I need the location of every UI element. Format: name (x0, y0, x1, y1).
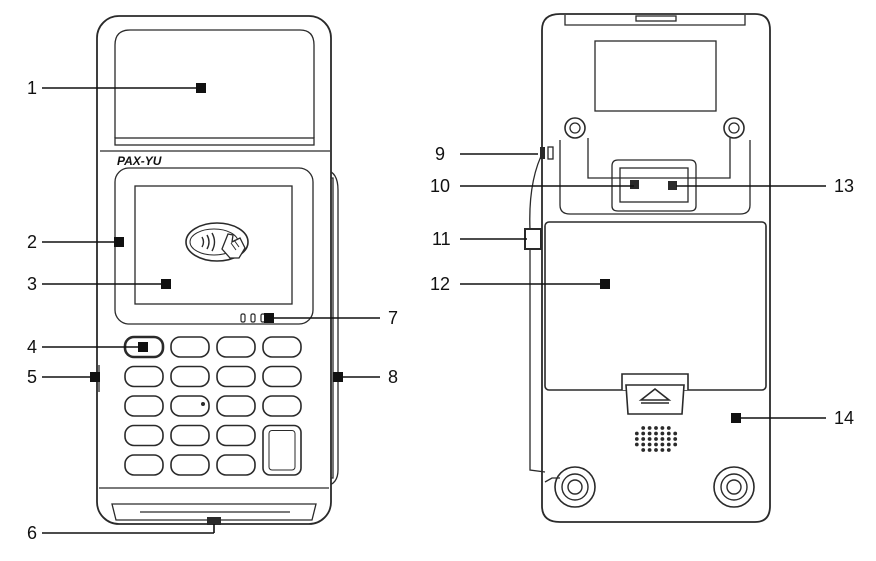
callout-marker-14 (731, 413, 741, 423)
keypad-key[interactable] (124, 395, 164, 417)
keypad-key[interactable] (262, 365, 302, 388)
callout-marker-3 (161, 279, 171, 289)
keypad-key[interactable] (170, 395, 210, 417)
key-nub (201, 402, 205, 406)
battery-latch-icon (621, 373, 689, 415)
paper-slot (114, 137, 315, 146)
led-indicators (240, 313, 266, 323)
front-view: PAX-YU (96, 15, 339, 525)
speaker-hole (654, 426, 658, 430)
speaker-hole (660, 426, 665, 430)
keypad-key[interactable] (216, 454, 256, 476)
callout-marker-12 (600, 279, 610, 289)
keypad-key[interactable] (262, 395, 302, 417)
side-edge (325, 169, 339, 487)
keypad-key[interactable] (170, 424, 210, 447)
callout-marker-8 (333, 372, 343, 382)
speaker-hole (647, 437, 652, 441)
speaker-hole (666, 426, 671, 430)
callout-3: 3 (27, 274, 37, 294)
keypad-key[interactable] (216, 365, 256, 388)
callout-11: 11 (432, 229, 451, 249)
speaker-hole (647, 448, 652, 452)
brand-logo: PAX-YU (117, 154, 162, 168)
contactless-icon (185, 222, 249, 262)
back-view (524, 13, 771, 523)
battery-cover (544, 221, 767, 391)
speaker-hole (654, 442, 658, 447)
keypad-key[interactable] (124, 424, 164, 447)
speaker-hole (673, 431, 678, 436)
card-slot (611, 159, 697, 212)
speaker-hole (660, 431, 665, 436)
speaker-hole (634, 431, 639, 436)
speaker-hole (654, 431, 658, 436)
speaker-hole (634, 437, 639, 441)
speaker-hole (641, 437, 646, 441)
callout-marker-7 (264, 313, 274, 323)
callout-4: 4 (27, 337, 37, 357)
speaker-hole (647, 426, 652, 430)
stand-frame (559, 140, 751, 215)
base-strip (111, 503, 317, 521)
speaker-hole (660, 437, 665, 441)
keypad-key[interactable] (124, 454, 164, 476)
speaker-hole (654, 448, 658, 452)
callout-marker-4 (138, 342, 148, 352)
keypad-key[interactable] (170, 454, 210, 476)
speaker-hole (647, 442, 652, 447)
enter-key-face (268, 430, 296, 471)
side-latch (524, 228, 542, 250)
speaker-hole (641, 442, 646, 447)
speaker-hole (666, 437, 671, 441)
keypad-key[interactable] (262, 336, 302, 358)
speaker-hole (641, 431, 646, 436)
printer-cover (114, 29, 315, 138)
speaker-hole (666, 431, 671, 436)
mounting-hole-icon (564, 117, 745, 139)
speaker-hole (660, 448, 665, 452)
callout-marker-5 (90, 372, 100, 382)
speaker-hole (660, 442, 665, 447)
bottom-connector (207, 517, 221, 525)
display-screen (134, 185, 293, 305)
screw-icon (554, 466, 755, 508)
callout-12: 12 (430, 274, 450, 294)
speaker-hole (634, 442, 639, 447)
callout-14: 14 (834, 408, 854, 428)
callout-10: 10 (430, 176, 450, 196)
slot-contact-left (630, 180, 639, 189)
enter-key[interactable] (262, 424, 302, 476)
callout-6: 6 (27, 523, 37, 543)
callout-5: 5 (27, 367, 37, 387)
speaker-hole (673, 437, 678, 441)
callout-1: 1 (27, 78, 37, 98)
slot-contact-right (668, 181, 677, 190)
callout-9: 9 (435, 144, 445, 164)
keypad-key[interactable] (216, 336, 256, 358)
printer-window (594, 40, 717, 112)
callout-13: 13 (834, 176, 854, 196)
speaker-hole (654, 437, 658, 441)
callout-marker-1 (196, 83, 206, 93)
keypad-key[interactable] (124, 365, 164, 388)
keypad-key[interactable] (170, 365, 210, 388)
keypad-key[interactable] (216, 424, 256, 447)
keypad-key[interactable] (216, 395, 256, 417)
side-port (540, 147, 545, 159)
speaker-hole (666, 442, 671, 447)
keypad-key[interactable] (170, 336, 210, 358)
callout-marker-2 (114, 237, 124, 247)
speaker-grille-icon (634, 426, 678, 452)
speaker-hole (673, 442, 678, 447)
callout-7: 7 (388, 308, 398, 328)
speaker-hole (641, 426, 646, 430)
callouts: 1 2 3 4 5 6 7 8 9 10 (27, 78, 854, 543)
callout-8: 8 (388, 367, 398, 387)
speaker-hole (666, 448, 671, 452)
speaker-hole (641, 448, 646, 452)
speaker-hole (647, 431, 652, 436)
callout-2: 2 (27, 232, 37, 252)
